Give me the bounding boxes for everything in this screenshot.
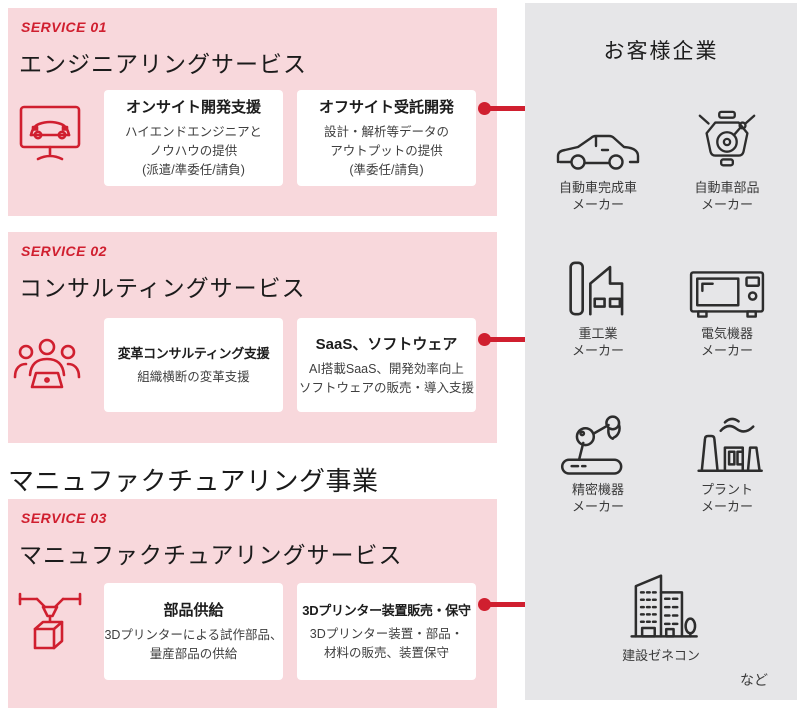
card-line: 設計・解析等データの bbox=[323, 125, 449, 140]
service-number-label: SERVICE 03 bbox=[21, 510, 107, 526]
service-section-engineering: SERVICE 01 エンジニアリングサービス オンサイト開発支援 ハイエンドエ… bbox=[8, 8, 497, 216]
card-line: AI搭載SaaS、開発効率向上 bbox=[309, 361, 464, 376]
customer-item: 精密機器 メーカー bbox=[536, 399, 660, 515]
customer-item: 電気機器 メーカー bbox=[665, 249, 789, 359]
service-title: エンジニアリングサービス bbox=[19, 51, 307, 77]
card-line: ソフトウェアの販売・導入支援 bbox=[299, 380, 475, 395]
card-line: (派遣/準委任/請負) bbox=[142, 162, 245, 177]
card-line: 量産部品の供給 bbox=[149, 647, 238, 661]
service-card: 変革コンサルティング支援 組織横断の変革支援 bbox=[104, 318, 283, 412]
service-card: オフサイト受託開発 設計・解析等データの アウトプットの提供 (準委任/請負) bbox=[297, 90, 476, 186]
etc-label: など bbox=[740, 672, 768, 688]
buildings-icon bbox=[599, 553, 723, 643]
card-line: (準委任/請負) bbox=[349, 162, 424, 177]
service-title: コンサルティングサービス bbox=[19, 275, 306, 301]
card-line: 3Dプリンターによる試作部品、 bbox=[104, 628, 283, 643]
manufacturing-business-heading: マニュファクチュアリング事業 bbox=[8, 466, 379, 496]
customer-item: 重工業 メーカー bbox=[536, 249, 660, 359]
service-card: SaaS、ソフトウェア AI搭載SaaS、開発効率向上 ソフトウェアの販売・導入… bbox=[297, 318, 476, 412]
customer-label: 自動車完成車 メーカー bbox=[558, 180, 637, 212]
customer-item: プラント メーカー bbox=[665, 399, 789, 515]
service-title: マニュファクチュアリングサービス bbox=[19, 542, 403, 568]
arrow-dot bbox=[478, 102, 491, 115]
service-section-manufacturing: SERVICE 03 マニュファクチュアリングサービス 部品供給 3Dプリンター… bbox=[8, 499, 497, 708]
card-title: SaaS、ソフトウェア bbox=[315, 335, 458, 353]
customers-panel: お客様企業 自動車完成車 メーカー bbox=[525, 3, 797, 700]
engine-icon bbox=[665, 99, 789, 175]
card-line: 3Dプリンター装置・部品・ bbox=[309, 627, 464, 642]
car-icon bbox=[536, 99, 660, 175]
customers-panel-title: お客様企業 bbox=[603, 40, 719, 63]
3d-printer-icon bbox=[18, 589, 82, 655]
customer-item: 自動車部品 メーカー bbox=[665, 99, 789, 213]
arrow-dot bbox=[478, 333, 491, 346]
card-line: 組織横断の変革支援 bbox=[137, 370, 250, 385]
card-title: オンサイト開発支援 bbox=[125, 99, 261, 117]
customer-label: 精密機器 メーカー bbox=[571, 482, 624, 514]
service-number-label: SERVICE 01 bbox=[21, 19, 107, 35]
service-section-consulting: SERVICE 02 コンサルティングサービス 変革コンサルティング支援 組織横… bbox=[8, 232, 497, 443]
card-line: アウトプットの提供 bbox=[330, 144, 443, 159]
arrow-shaft bbox=[489, 602, 540, 607]
customer-item: 建設ゼネコン bbox=[599, 553, 723, 664]
card-title: 部品供給 bbox=[163, 602, 224, 620]
customer-label: 自動車部品 メーカー bbox=[694, 180, 760, 212]
card-line: 材料の販売、装置保守 bbox=[323, 646, 449, 660]
customer-item: 自動車完成車 メーカー bbox=[536, 99, 660, 213]
arrow-shaft bbox=[489, 337, 540, 342]
team-laptop-icon bbox=[12, 335, 82, 397]
robot-arm-icon bbox=[536, 399, 660, 477]
customer-label: 電気機器 メーカー bbox=[700, 326, 753, 358]
arrow-shaft bbox=[489, 106, 540, 111]
microwave-icon bbox=[665, 249, 789, 321]
customer-label: 重工業 メーカー bbox=[571, 326, 624, 358]
service-number-label: SERVICE 02 bbox=[21, 243, 107, 259]
plant-icon bbox=[665, 399, 789, 477]
service-card: オンサイト開発支援 ハイエンドエンジニアと ノウハウの提供 (派遣/準委任/請負… bbox=[104, 90, 283, 186]
service-card: 3Dプリンター装置販売・保守 3Dプリンター装置・部品・ 材料の販売、装置保守 bbox=[297, 583, 476, 680]
service-card: 部品供給 3Dプリンターによる試作部品、 量産部品の供給 bbox=[104, 583, 283, 680]
car-on-monitor-icon bbox=[18, 103, 82, 165]
customer-label: 建設ゼネコン bbox=[622, 648, 700, 663]
card-title: 変革コンサルティング支援 bbox=[117, 346, 270, 362]
card-title: オフサイト受託開発 bbox=[318, 99, 454, 117]
card-line: ハイエンドエンジニアと bbox=[125, 125, 262, 140]
factory-icon bbox=[536, 249, 660, 321]
card-title: 3Dプリンター装置販売・保守 bbox=[302, 603, 471, 619]
arrow-dot bbox=[478, 598, 491, 611]
card-line: ノウハウの提供 bbox=[149, 144, 238, 159]
customer-label: プラント メーカー bbox=[700, 482, 753, 514]
